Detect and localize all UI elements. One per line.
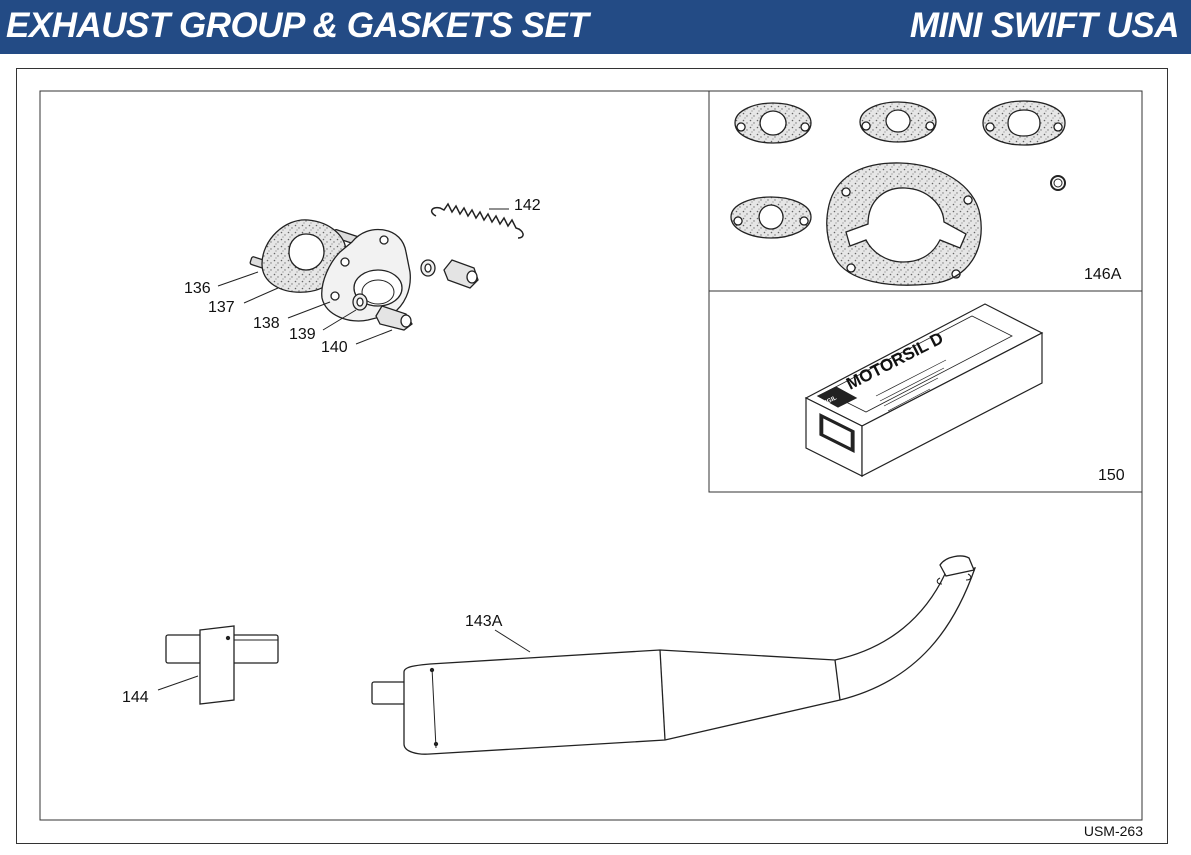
gasket-set-illustration bbox=[730, 100, 1066, 286]
callout-150: 150 bbox=[1098, 467, 1125, 484]
o-ring bbox=[1050, 175, 1066, 191]
outer-frame bbox=[16, 68, 1168, 844]
gasket-oval-port bbox=[982, 100, 1066, 146]
leader-lines bbox=[157, 208, 531, 691]
model-name: MINI SWIFT USA bbox=[909, 6, 1180, 45]
sheet-reference: USM-263 bbox=[1083, 823, 1143, 839]
header-bar: EXHAUST GROUP & GASKETS SET MINI SWIFT U… bbox=[0, 0, 1191, 54]
gasket-round-1 bbox=[734, 102, 812, 144]
callout-137: 137 bbox=[208, 299, 235, 316]
callout-142: 142 bbox=[514, 197, 541, 214]
callout-138: 138 bbox=[253, 315, 280, 332]
cylinder-base-gasket bbox=[826, 162, 982, 286]
callout-139: 139 bbox=[289, 326, 316, 343]
sealant-inset-box bbox=[708, 290, 1143, 493]
callout-140: 140 bbox=[321, 339, 348, 356]
exhaust-pipe bbox=[371, 555, 976, 755]
gasket-round-3 bbox=[730, 196, 812, 239]
callout-143a: 143A bbox=[465, 613, 503, 630]
sealant-box-illustration bbox=[804, 303, 1044, 477]
exhaust-spring bbox=[430, 202, 524, 239]
exhaust-flange-group bbox=[249, 202, 524, 331]
callout-144: 144 bbox=[122, 689, 149, 706]
flange-gasket bbox=[261, 219, 347, 293]
silencer-rubber bbox=[165, 625, 279, 705]
page-title: EXHAUST GROUP & GASKETS SET bbox=[6, 6, 589, 45]
callout-146a: 146A bbox=[1084, 266, 1122, 283]
callout-136: 136 bbox=[184, 280, 211, 297]
gasket-round-2 bbox=[859, 101, 937, 143]
